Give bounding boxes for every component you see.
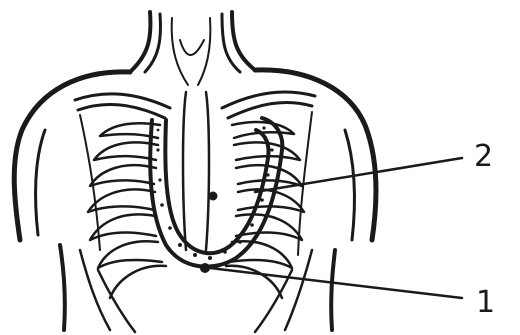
marker-point-upper	[209, 192, 218, 201]
ribs-left	[80, 123, 166, 332]
marker-point-lower	[200, 263, 210, 273]
body-outline	[14, 70, 376, 330]
neck-outline	[130, 12, 255, 85]
leader-line-1	[210, 268, 462, 298]
label-1: 1	[476, 288, 495, 318]
sternum	[183, 92, 209, 250]
label-2: 2	[474, 142, 493, 172]
leader-line-2	[255, 158, 462, 192]
